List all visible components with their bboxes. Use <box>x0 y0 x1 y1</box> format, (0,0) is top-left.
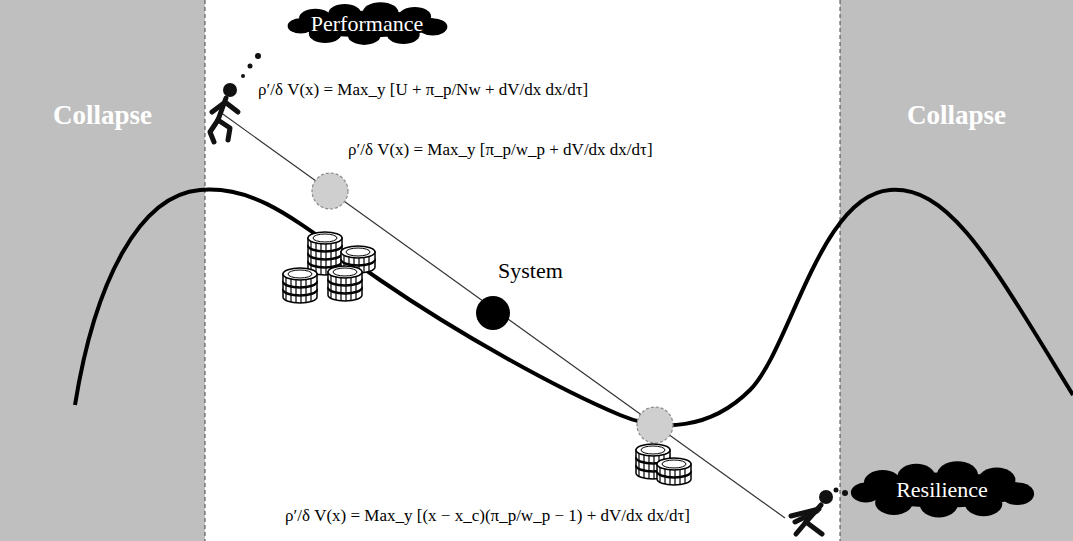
thought-cloud: Performance <box>286 5 449 43</box>
figure-leg <box>806 522 822 534</box>
node-label: Resilience <box>896 477 988 503</box>
alternative-state <box>312 173 348 209</box>
figure-leg <box>210 120 218 142</box>
equation: ρ′/δ V(x) = Max_y [π_p/w_p + dV/dx dx/dτ… <box>348 140 653 160</box>
cloud-lobe <box>287 18 313 33</box>
equation: ρ′/δ V(x) = Max_y [(x − x_c)(π_p/w_p − 1… <box>285 506 690 526</box>
figure-head <box>819 490 833 504</box>
node-label: Collapse <box>840 100 1073 131</box>
system-ball <box>476 296 510 330</box>
coin <box>341 246 375 265</box>
node-label: System <box>498 258 563 284</box>
cloud-lobe <box>850 483 880 503</box>
node-label: Collapse <box>0 100 205 131</box>
boundary-line <box>205 0 206 541</box>
alternative-state <box>637 407 673 443</box>
collapse-band: Collapse <box>0 0 205 541</box>
coin-pile <box>283 232 375 303</box>
figure-arm <box>212 103 224 112</box>
thought-dot <box>241 74 245 78</box>
thought-dots <box>241 53 261 78</box>
system-ball: System <box>470 258 600 338</box>
thought-cloud: Resilience <box>849 465 1036 515</box>
resilience-figure <box>791 490 833 534</box>
figure-leg <box>218 120 230 140</box>
coin <box>657 458 691 477</box>
collapse-band: Collapse <box>840 0 1073 541</box>
coin <box>328 266 362 285</box>
thought-dot <box>255 53 261 59</box>
cloud-lobe <box>1000 483 1034 506</box>
boundary-line <box>840 0 841 541</box>
stability-landscape <box>75 190 1073 426</box>
coin <box>308 232 342 251</box>
coin-pile <box>636 444 691 485</box>
node-label: Performance <box>311 11 423 37</box>
performance-figure <box>210 83 238 142</box>
coin <box>283 268 317 287</box>
figure-head <box>223 83 237 97</box>
cloud-lobe <box>295 11 438 38</box>
thought-dot <box>842 490 848 496</box>
thought-dot <box>248 64 253 69</box>
equation: ρ′/δ V(x) = Max_y [U + π_p/Nw + dV/dx dx… <box>258 80 588 100</box>
figure-arm <box>225 102 238 112</box>
thought-dot <box>834 488 839 493</box>
thought-dots <box>834 488 849 497</box>
tension-line <box>220 112 785 518</box>
